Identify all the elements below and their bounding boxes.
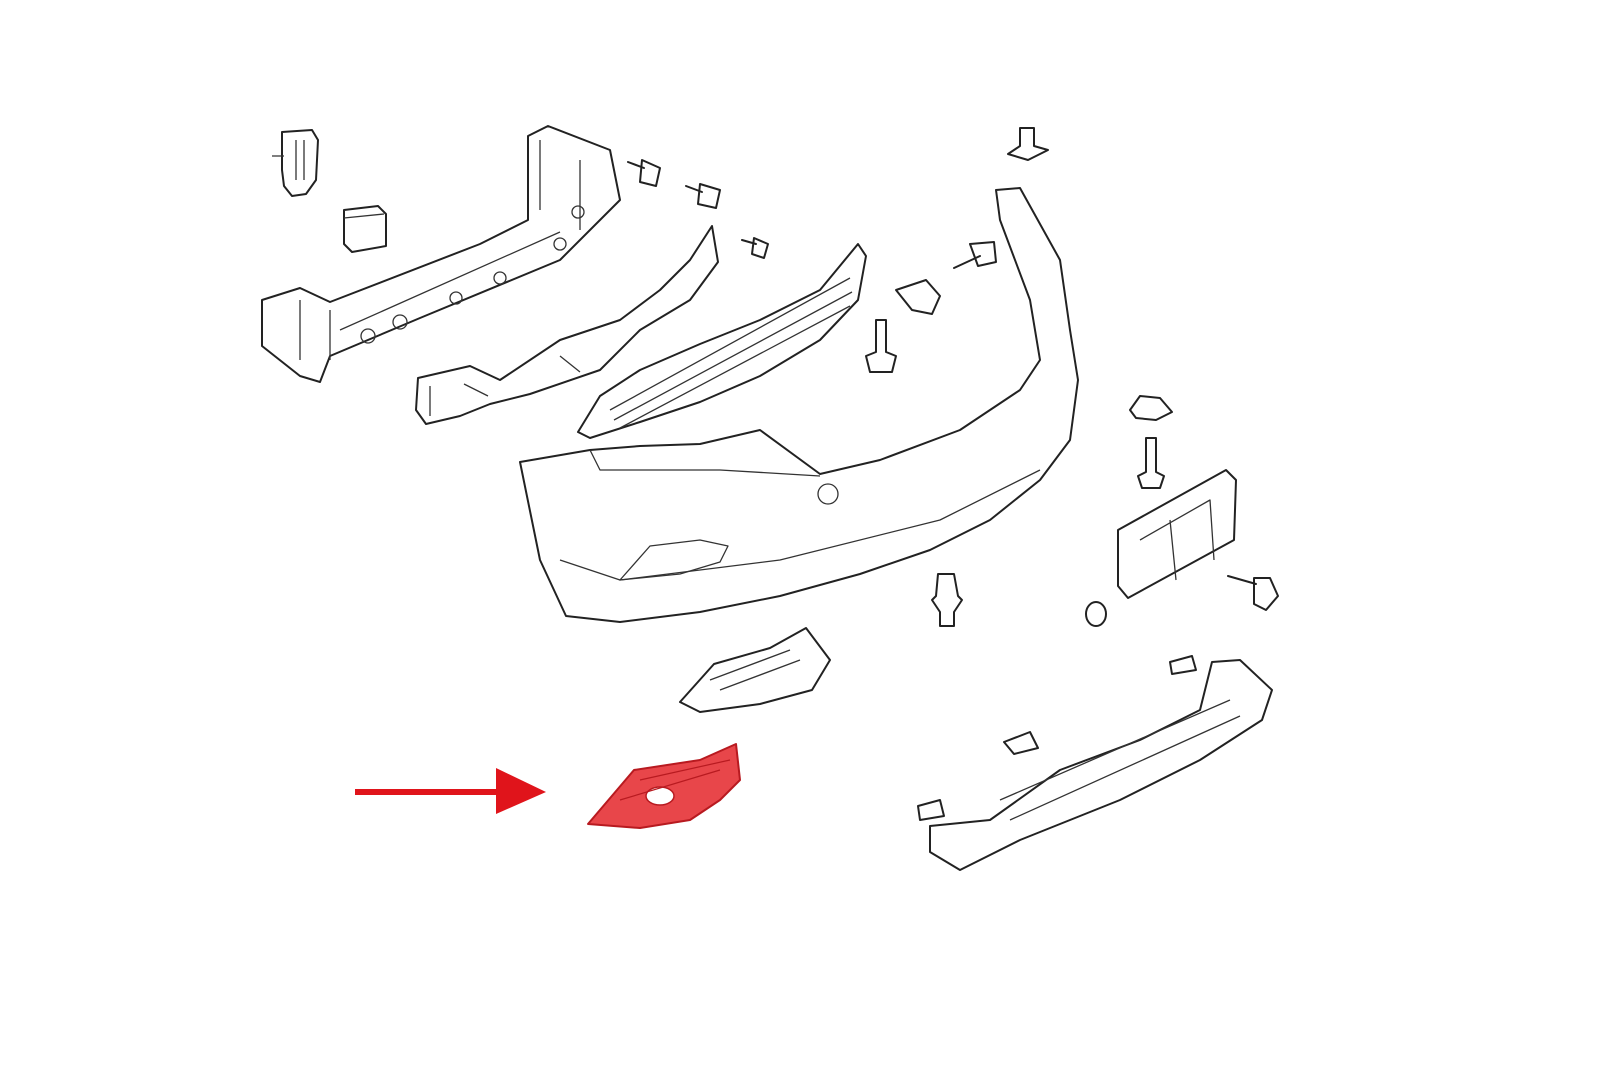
bolt [627,159,661,187]
clip [917,799,945,821]
bolt [685,183,721,209]
indicator-arrow [355,768,546,814]
clip [1169,655,1197,675]
bracket-clip [895,279,941,315]
upper-grille [577,243,867,439]
parking-sensor [272,129,319,197]
fog-lamp-bezel-left-highlighted [587,743,741,829]
license-plate-bracket [1117,469,1237,599]
grommet [1085,601,1107,627]
bolt [1137,437,1165,489]
push-pin [931,573,963,627]
bolt [865,319,897,373]
bolt [953,241,997,269]
clip [1003,731,1039,755]
screw [1227,575,1279,611]
clip [1007,127,1049,161]
bumper-reinforcement-beam [261,125,621,383]
sensor-cap [343,205,387,253]
nut [1129,395,1173,421]
fog-lamp-bezel-right [679,627,831,713]
energy-absorber [415,225,719,425]
clip [741,237,769,259]
rear-bumper-cover [519,187,1079,623]
lower-diffuser [929,659,1273,871]
